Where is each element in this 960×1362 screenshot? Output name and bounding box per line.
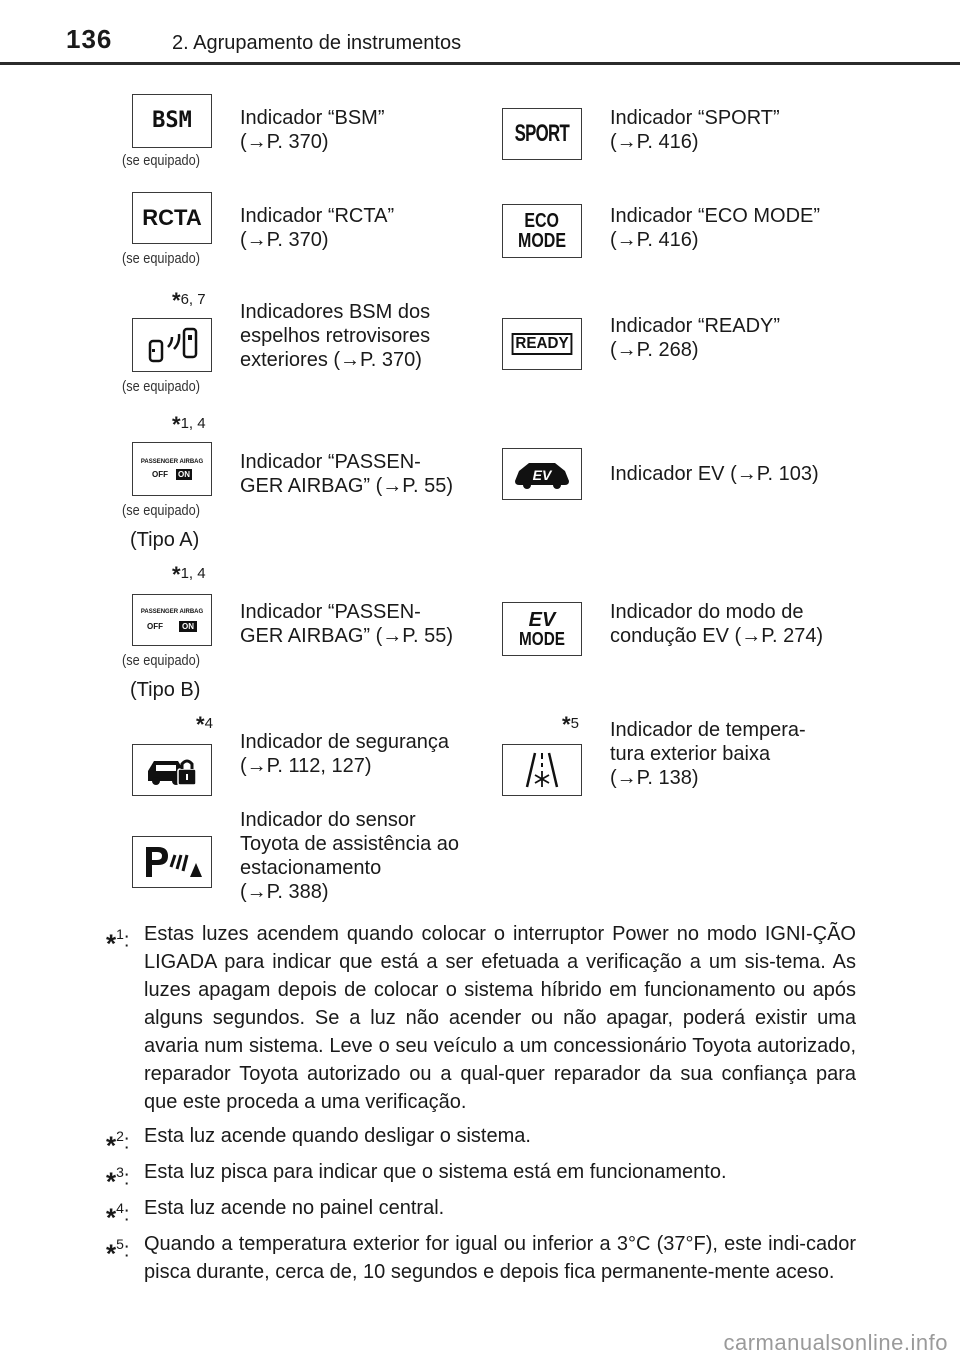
equipped-note: (se equipado) <box>122 152 200 169</box>
car-lock-icon <box>148 759 197 786</box>
parking-sensor-description: Indicador do sensor Toyota de assistênci… <box>240 809 460 903</box>
ev-indicator-icon: EV <box>502 448 582 500</box>
header-divider <box>0 62 960 65</box>
eco-mode-description: Indicador “ECO MODE” (→P. 416) <box>610 205 821 251</box>
equipped-note: (se equipado) <box>122 378 200 395</box>
equipped-note: (se equipado) <box>122 250 200 267</box>
parking-p-icon <box>146 847 202 877</box>
footnote-marker: *4 <box>196 712 213 737</box>
parking-sensor-icon <box>132 836 212 888</box>
mirror-bsm-icon <box>132 318 212 372</box>
sport-indicator-icon: SPORT <box>502 108 582 160</box>
ev-mode-description: Indicador do modo de condução EV (→P. 27… <box>610 601 824 647</box>
security-indicator-icon <box>132 744 212 796</box>
footnote-marker: *1, 4 <box>172 412 206 437</box>
footnote-marker: *6, 7 <box>172 288 206 313</box>
sport-description: Indicador “SPORT” (→P. 416) <box>610 107 780 153</box>
airbag-a-description: Indicador “PASSEN- GER AIRBAG” (→P. 55) <box>240 451 454 497</box>
ev-mode-indicator-icon: EV MODE <box>502 602 582 656</box>
section-title: 2. Agrupamento de instrumentos <box>172 32 462 54</box>
watermark: carmanualsonline.info <box>723 1330 948 1355</box>
airbag-b-description: Indicador “PASSEN- GER AIRBAG” (→P. 55) <box>240 601 454 647</box>
ev-description: Indicador EV (→P. 103) <box>610 463 819 485</box>
bsm-description: Indicador “BSM” (→P. 370) <box>240 107 385 153</box>
rcta-description: Indicador “RCTA” (→P. 370) <box>240 205 395 251</box>
page-header: 136 2. Agrupamento de instrumentos <box>0 0 960 70</box>
footnote-3: *3: Esta luz pisca para indicar que o si… <box>106 1161 727 1197</box>
passenger-airbag-icon-type-a: PASSENGER AIRBAG OFF ON <box>132 442 212 496</box>
mirror-bsm-description: Indicadores BSM dos espelhos retrovisore… <box>240 301 431 371</box>
eco-mode-indicator-icon: ECO MODE <box>502 204 582 258</box>
equipped-note: (se equipado) <box>122 502 200 519</box>
ev-car-icon: EV <box>515 463 569 489</box>
low-temperature-description: Indicador de tempera- tura exterior baix… <box>610 719 806 789</box>
svg-text:EV: EV <box>533 467 553 483</box>
ready-description: Indicador “READY” (→P. 268) <box>610 315 781 361</box>
footnote-5: *5: Quando a temperatura exterior for ig… <box>106 1233 856 1283</box>
bsm-indicator-icon: BSM <box>132 94 212 148</box>
footnote-4: *4: Esta luz acende no painel central. <box>106 1197 445 1233</box>
page-number: 136 <box>66 24 113 54</box>
footnote-marker: *1, 4 <box>172 562 206 587</box>
passenger-airbag-icon-type-b: PASSENGER AIRBAG OFF ON <box>132 594 212 646</box>
ready-indicator-icon: READY <box>502 318 582 370</box>
footnote-2: *2: Esta luz acende quando desligar o si… <box>106 1125 531 1161</box>
rcta-indicator-icon: RCTA <box>132 192 212 244</box>
footnote-1: *1: Estas luzes acendem quando colocar o… <box>106 923 856 1113</box>
footnote-marker: *5 <box>562 712 579 737</box>
low-temperature-indicator-icon <box>502 744 582 796</box>
security-description: Indicador de segurança (→P. 112, 127) <box>240 731 450 777</box>
type-b-label: (Tipo B) <box>130 679 201 701</box>
type-a-label: (Tipo A) <box>130 529 200 551</box>
equipped-note: (se equipado) <box>122 652 200 669</box>
snowflake-road-icon <box>525 752 559 788</box>
car-radar-icon <box>148 327 198 363</box>
